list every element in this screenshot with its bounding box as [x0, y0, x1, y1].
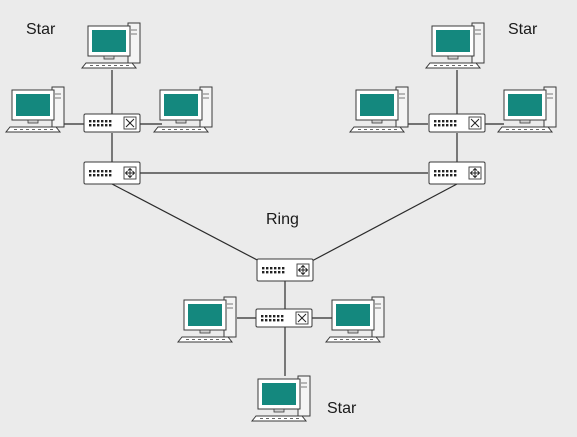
switch-ring-left: [83, 161, 141, 185]
link-ring-left: [111, 183, 262, 263]
connection-lines: [62, 70, 504, 376]
label-star-top-left: Star: [26, 21, 56, 38]
hub-bottom: [255, 308, 313, 328]
hub-top-left: [83, 113, 141, 133]
label-star-top-right: Star: [508, 21, 538, 38]
link-ring-right: [309, 183, 458, 263]
computer-tr-top: [424, 22, 485, 69]
network-nodes: [4, 22, 557, 422]
switch-ring-bottom: [256, 258, 314, 282]
computer-tl-right: [152, 86, 213, 133]
label-ring: Ring: [266, 211, 299, 228]
computer-tr-left: [348, 86, 409, 133]
switch-ring-right: [428, 161, 486, 185]
hub-top-right: [428, 113, 486, 133]
computer-b-left: [176, 296, 237, 343]
computer-tr-right: [496, 86, 557, 133]
computer-tl-top: [80, 22, 141, 69]
computer-b-bottom: [250, 375, 311, 422]
computer-tl-left: [4, 86, 65, 133]
computer-b-right: [324, 296, 385, 343]
label-star-bottom: Star: [327, 400, 357, 417]
